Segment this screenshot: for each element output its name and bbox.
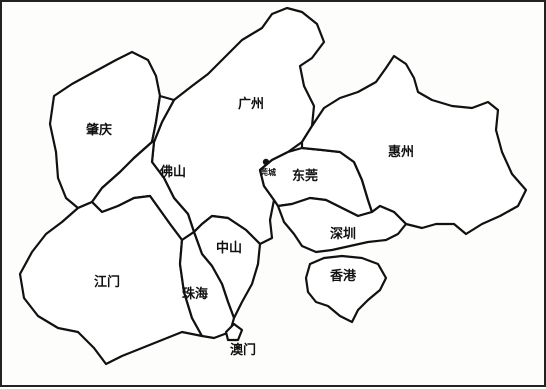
label-hongkong: 香港 bbox=[329, 268, 357, 284]
label-macau: 澳门 bbox=[230, 342, 256, 358]
label-zhuhai: 珠海 bbox=[182, 286, 208, 302]
label-foshan: 佛山 bbox=[159, 164, 186, 180]
region-huizhou[interactable] bbox=[300, 54, 528, 236]
city-point-marker bbox=[262, 158, 270, 166]
label-zhongshan: 中山 bbox=[216, 240, 242, 256]
region-shenzhen[interactable] bbox=[276, 196, 408, 254]
region-hongkong[interactable] bbox=[304, 254, 388, 324]
label-zhaoqing: 肇庆 bbox=[85, 122, 112, 138]
label-guangzhou: 广州 bbox=[238, 96, 264, 112]
region-macau[interactable] bbox=[224, 322, 244, 342]
label-huizhou: 惠州 bbox=[388, 144, 414, 160]
label-jiangmen: 江门 bbox=[94, 274, 120, 290]
label-dongguan: 东莞 bbox=[292, 168, 318, 184]
label-shenzhen: 深圳 bbox=[330, 226, 356, 242]
label-city-point: 莞城 bbox=[259, 167, 276, 177]
